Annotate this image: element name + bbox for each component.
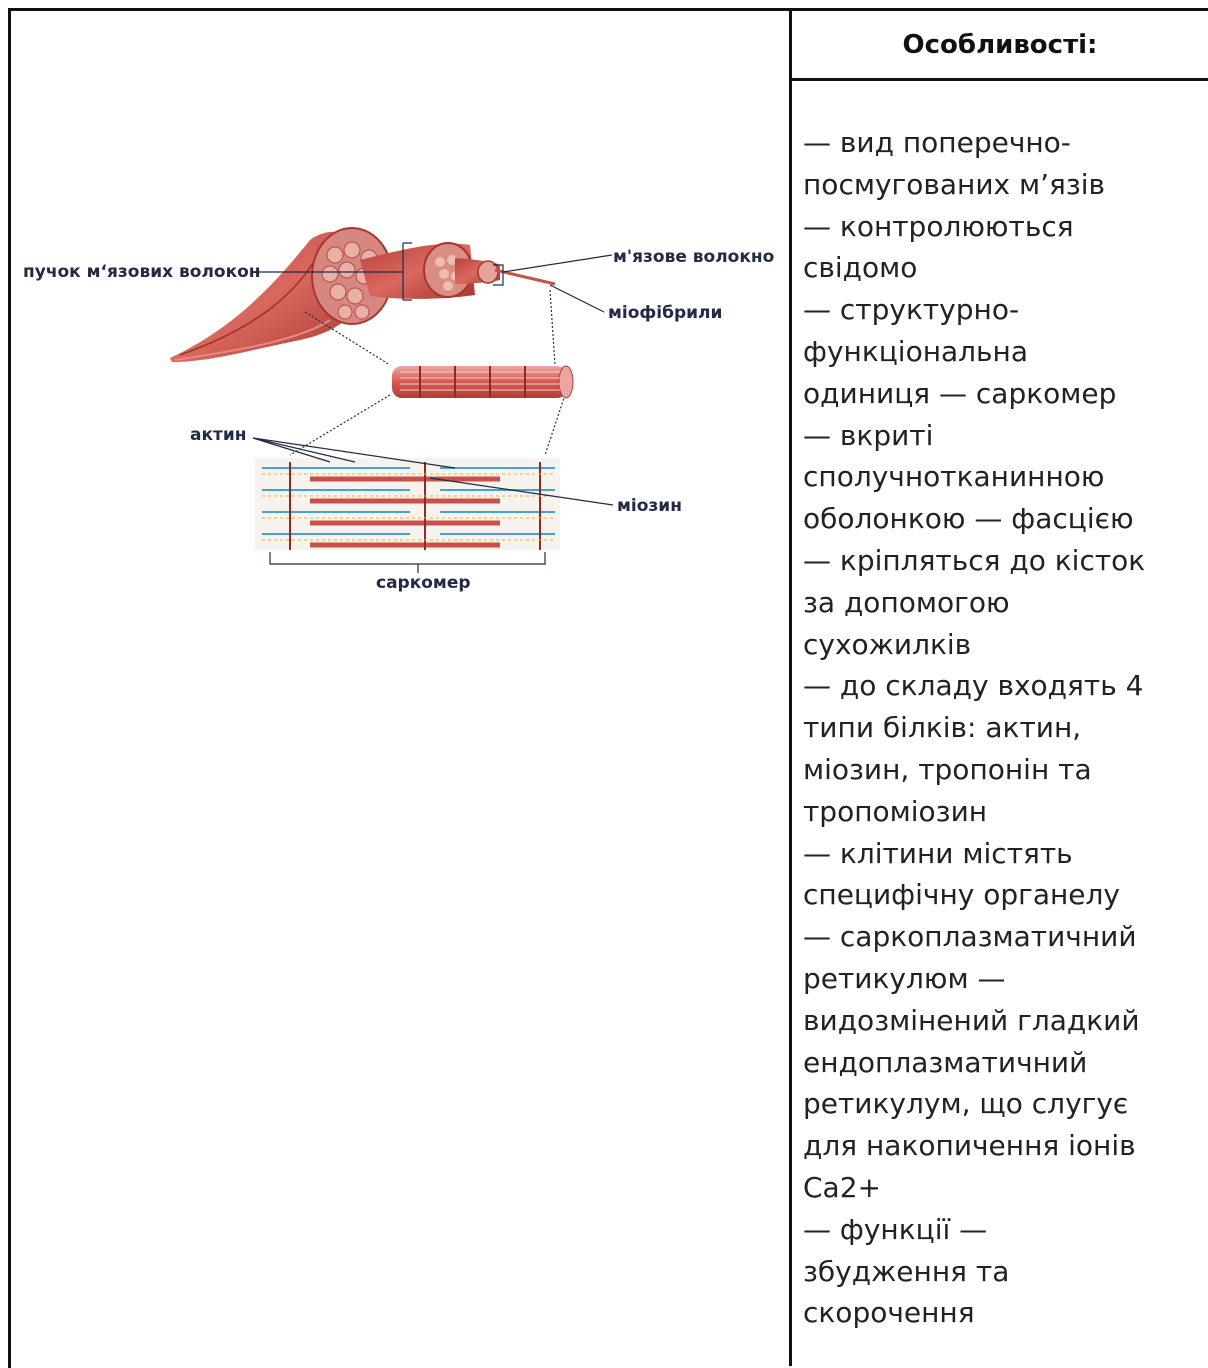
- features-list: — вид поперечно- посмугованих м’язів — к…: [803, 122, 1203, 1334]
- label-actin: актин: [190, 425, 247, 445]
- label-myofibrils: міофібрили: [608, 303, 722, 323]
- header-divider: [789, 78, 1208, 81]
- column-divider: [789, 8, 792, 1366]
- label-fiber: м'язове волокно: [613, 247, 774, 267]
- sarcomere-illustration: [255, 458, 560, 550]
- skeletal-muscle-diagram: пучок м‘язових волокон м'язове волокно м…: [0, 200, 789, 620]
- features-header: Особливості:: [792, 11, 1208, 78]
- label-bundle: пучок м‘язових волокон: [23, 262, 261, 282]
- label-sarcomere: саркомер: [376, 573, 471, 593]
- label-myosin: міозин: [617, 496, 682, 516]
- myofibril-illustration: [392, 366, 573, 398]
- muscle-illustration: [170, 228, 555, 362]
